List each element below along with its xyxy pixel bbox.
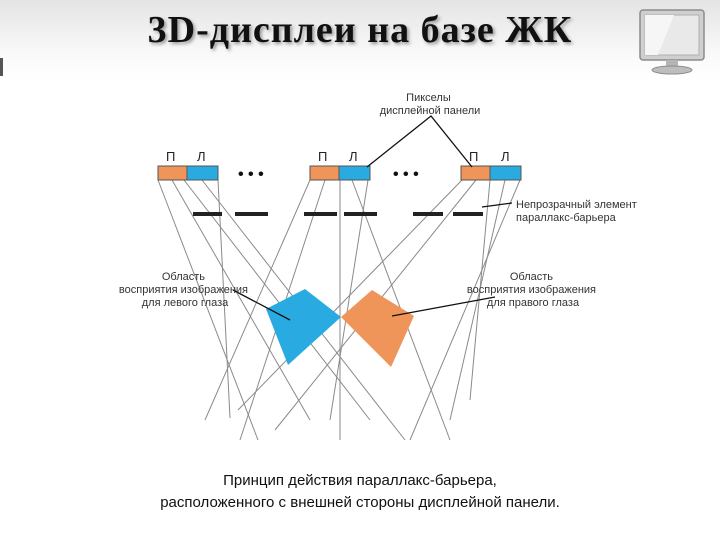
- pixel-right: [309, 165, 340, 181]
- label-pixels: Пикселы дисплейной панели: [380, 92, 481, 117]
- ellipsis-dots: • • •: [393, 166, 419, 183]
- pixel-right: [157, 165, 188, 181]
- label-left-eye-zone: Область восприятия изображения для левог…: [119, 271, 251, 309]
- pixel-group-3: [460, 165, 522, 181]
- label-right-eye-zone: Область восприятия изображения для право…: [467, 271, 599, 309]
- pixel-left: [489, 165, 522, 181]
- pixel-group-2: [309, 165, 371, 181]
- light-rays: [157, 179, 521, 441]
- figure-caption: Принцип действия параллакс-барьера, расп…: [0, 470, 720, 514]
- ellipsis-dots: • • •: [238, 166, 264, 183]
- slide-edge-marker: [0, 58, 3, 76]
- right-eye-zone: [341, 290, 414, 367]
- pixel-left: [338, 165, 371, 181]
- label-barrier: Непрозрачный элемент параллакс-барьера: [516, 199, 640, 224]
- barrier-elements: [193, 212, 483, 216]
- page-title: 3D-дисплеи на базе ЖК: [147, 9, 573, 51]
- pixel-group-1: [157, 165, 219, 181]
- left-eye-zone: [266, 289, 341, 365]
- pointer-lines: [232, 115, 513, 321]
- pixel-left: [186, 165, 219, 181]
- monitor-icon: [639, 9, 705, 75]
- caption-line-2: расположенного с внешней стороны дисплей…: [160, 494, 560, 511]
- pixel-right: [460, 165, 491, 181]
- caption-line-1: Принцип действия параллакс-барьера,: [223, 472, 497, 489]
- pixel-label-p: П: [469, 149, 478, 164]
- title-bar: [0, 0, 720, 80]
- pixel-label-l: Л: [501, 149, 510, 164]
- pixel-label-l: Л: [349, 149, 358, 164]
- pixel-label-p: П: [166, 149, 175, 164]
- pixel-label-l: Л: [197, 149, 206, 164]
- pixel-label-p: П: [318, 149, 327, 164]
